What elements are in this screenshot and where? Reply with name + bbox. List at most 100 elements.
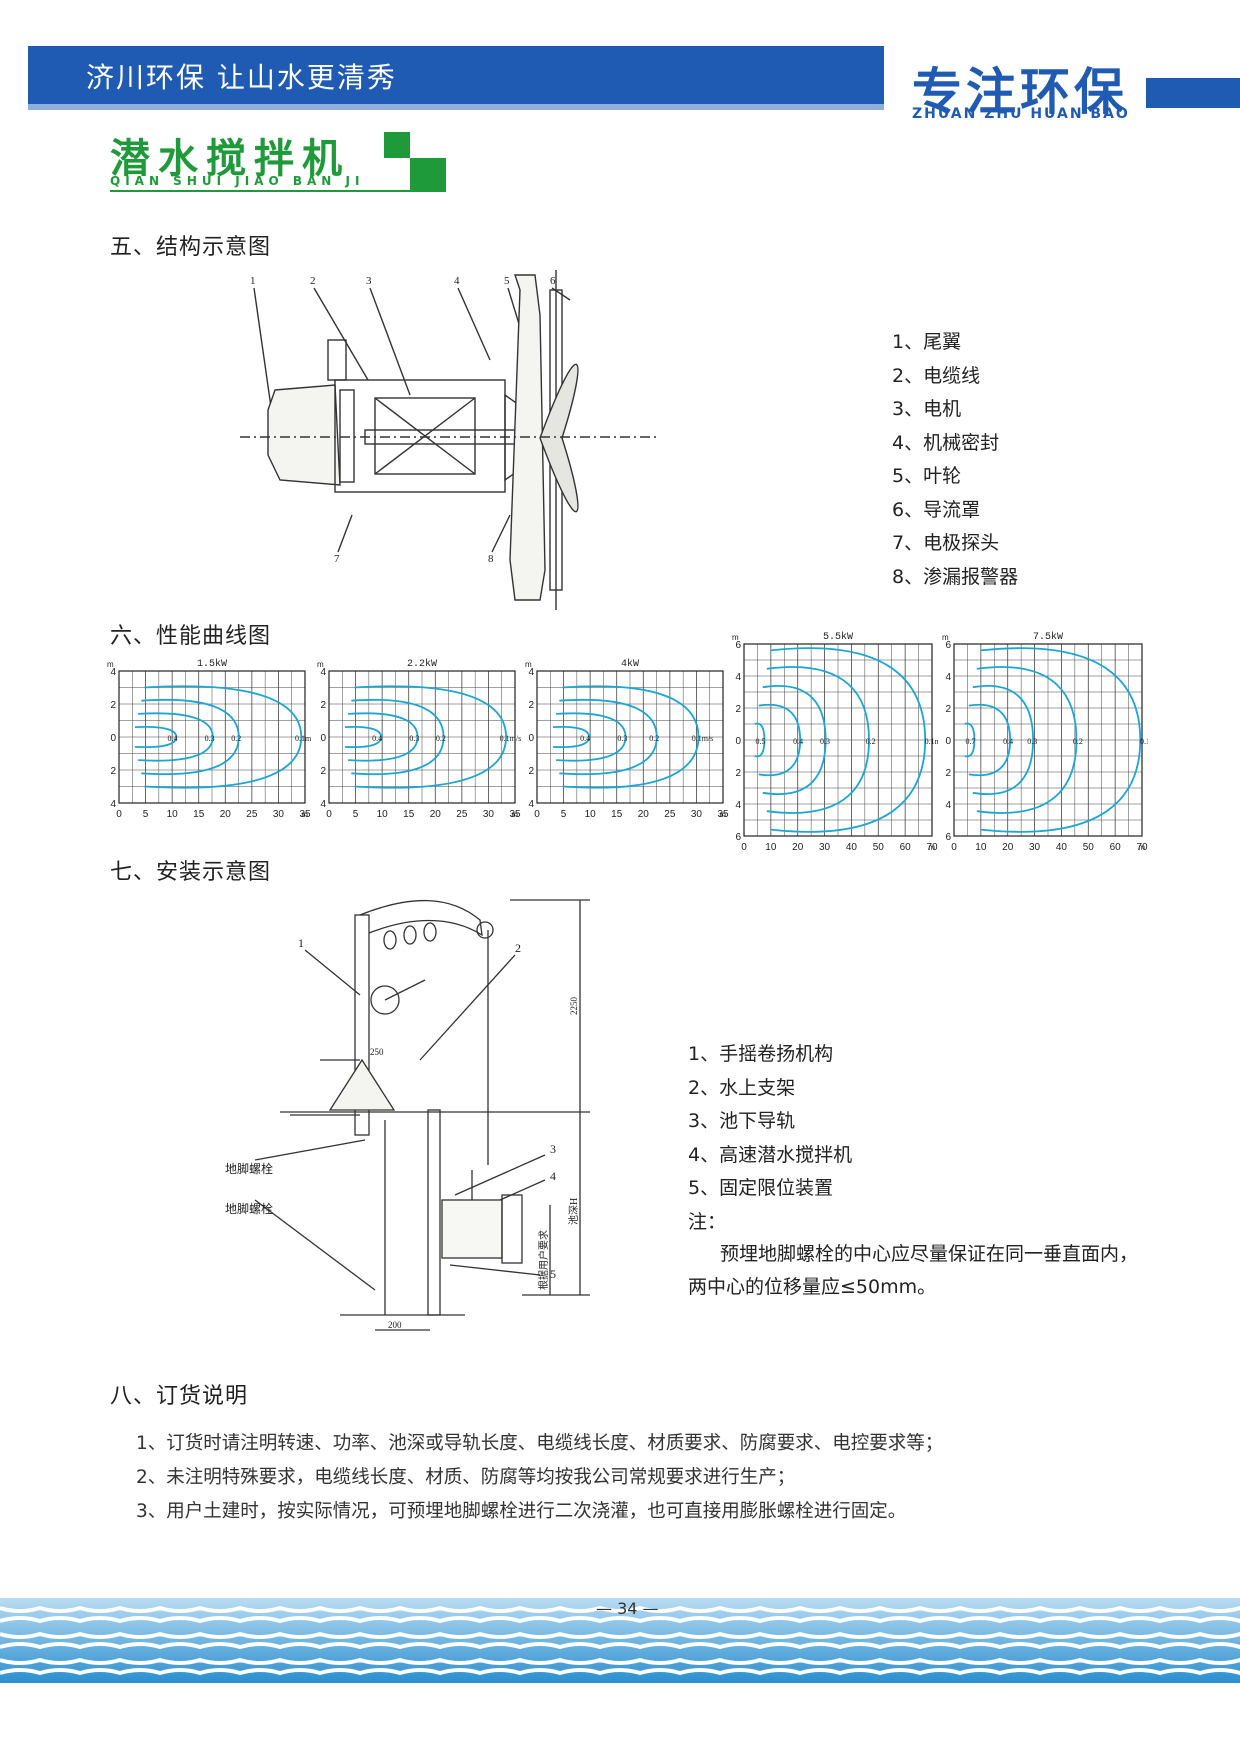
velocity-contour [968, 703, 1012, 777]
y-tick-label: 0 [110, 733, 116, 744]
product-title: 潜水搅拌机 [110, 136, 350, 182]
unit-label: m [525, 660, 532, 669]
x-tick-label: 60 [1110, 842, 1122, 853]
y-tick-label: 4 [320, 667, 326, 678]
y-tick-label: 0 [735, 736, 741, 747]
y-tick-label: 0 [320, 733, 326, 744]
x-tick-label: 40 [1056, 842, 1068, 853]
structure-legend: 1、尾翼 2、电缆线 3、电机 4、机械密封 5、叶轮 6、导流罩 7、电极探头… [892, 326, 1018, 594]
unit-label: m [511, 810, 518, 819]
legend-item: 2、水上支架 [688, 1076, 796, 1099]
y-tick-label: 0 [528, 733, 534, 744]
x-tick-label: 30 [483, 809, 495, 820]
velocity-contour [351, 698, 445, 776]
contour-label: 0.4 [372, 734, 382, 743]
x-tick-label: 0 [326, 809, 332, 820]
y-tick-label: 2 [735, 768, 741, 779]
section-title-install: 七、安装示意图 [110, 860, 272, 885]
brand-title: 专注环保 [912, 63, 1128, 121]
contour-label: 0.3 [1027, 737, 1037, 746]
x-tick-label: 15 [193, 809, 205, 820]
y-tick-label: 4 [735, 800, 741, 811]
dim-label: 200 [388, 1320, 402, 1330]
x-tick-label: 20 [1002, 842, 1014, 853]
bolt-label: 地脚螺栓 [225, 1201, 273, 1216]
y-tick-label: 4 [528, 667, 534, 678]
velocity-contour [758, 703, 802, 777]
y-tick-label: 2 [110, 700, 116, 711]
page-number: — 34 — [596, 1599, 659, 1618]
contour-label: 0.3 [820, 737, 830, 746]
x-tick-label: 35 [717, 809, 729, 820]
velocity-contour [562, 685, 700, 789]
unit-label: m [928, 843, 935, 852]
legend-item: 5、固定限位装置 [688, 1177, 834, 1199]
x-tick-label: 70 [1136, 842, 1148, 853]
velocity-contour [770, 647, 927, 833]
contour-label: 0.1m/s [692, 734, 714, 743]
contour-label: 0.1m/s [295, 734, 311, 743]
x-tick-label: 25 [246, 809, 258, 820]
velocity-contour [556, 712, 627, 762]
y-tick-label: 4 [945, 672, 951, 683]
x-tick-label: 10 [765, 842, 777, 853]
velocity-contour [134, 725, 178, 749]
chart-title: 7.5kW [1033, 631, 1063, 643]
y-tick-label: 4 [528, 799, 534, 810]
unit-label: m [942, 633, 949, 642]
performance-chart: 1.5kW05101520253035m42024m0.40.30.20.1m/… [103, 655, 311, 827]
x-tick-label: 30 [1029, 842, 1041, 853]
x-tick-label: 35 [509, 809, 521, 820]
contour-label: 0.4 [580, 734, 590, 743]
x-tick-label: 10 [585, 809, 597, 820]
x-tick-label: 30 [691, 809, 703, 820]
wave-footer [0, 1598, 1240, 1683]
slogan: 济川环保 让山水更清秀 [86, 61, 397, 94]
unit-label: m [107, 660, 114, 669]
velocity-contour [964, 722, 976, 758]
velocity-contour [141, 698, 240, 776]
unit-label: m [1138, 843, 1145, 852]
section-title-performance: 六、性能曲线图 [110, 624, 272, 649]
y-tick-label: 2 [945, 704, 951, 715]
x-tick-label: 10 [377, 809, 389, 820]
unit-label: m [732, 633, 739, 642]
brand-pinyin: ZHUAN ZHU HUAN BAO [912, 106, 1130, 122]
legend-item: 5、叶轮 [892, 465, 962, 487]
y-tick-label: 2 [528, 766, 534, 777]
velocity-contour [766, 666, 870, 814]
chart-frame [743, 643, 933, 837]
x-tick-label: 20 [638, 809, 650, 820]
velocity-contour [552, 725, 590, 749]
legend-item: 3、池下导轨 [688, 1110, 796, 1132]
callout-label: 5 [504, 275, 510, 287]
chart-frame [953, 643, 1143, 837]
x-tick-label: 5 [353, 809, 359, 820]
callout-label: 3 [550, 1142, 556, 1156]
callout-label: 1 [298, 936, 304, 950]
x-tick-label: 50 [1083, 842, 1095, 853]
contour-label: 0.5 [755, 737, 765, 746]
unit-label: m [301, 810, 308, 819]
contour-label: 0.7 [965, 737, 975, 746]
wave-line [0, 1668, 1240, 1676]
title-underline [110, 190, 446, 192]
contour-label: 0.4 [793, 737, 803, 746]
velocity-contour [754, 722, 766, 758]
legend-item: 7、电极探头 [892, 532, 1000, 554]
wave-line [0, 1616, 1240, 1624]
contour-label: 0.4 [1003, 737, 1013, 746]
y-tick-label: 2 [735, 704, 741, 715]
y-tick-label: 6 [945, 832, 951, 843]
y-tick-label: 4 [945, 800, 951, 811]
contour-label: 0.1m/s [1140, 737, 1148, 746]
ordering-list: 1、订货时请注明转速、功率、池深或导轨长度、电缆线长度、材质要求、防腐要求、电控… [136, 1427, 1196, 1529]
y-tick-label: 6 [735, 832, 741, 843]
x-tick-label: 50 [873, 842, 885, 853]
list-item: 2、未注明特殊要求，电缆线长度、材质、防腐等均按我公司常规要求进行生产； [136, 1467, 796, 1488]
legend-item: 1、手摇卷扬机构 [688, 1043, 834, 1065]
x-tick-label: 0 [951, 842, 957, 853]
y-tick-label: 2 [110, 766, 116, 777]
